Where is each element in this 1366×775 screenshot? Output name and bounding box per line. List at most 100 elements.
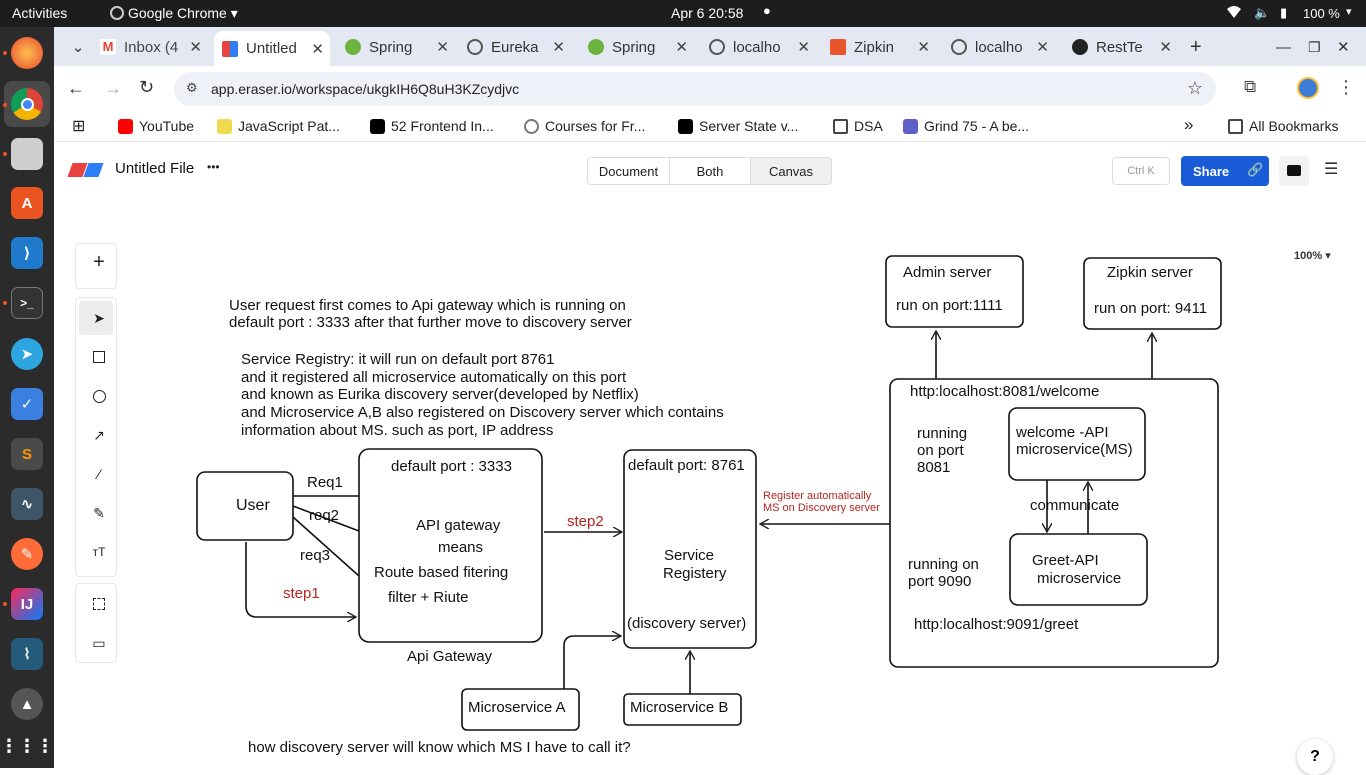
- view-both-button[interactable]: Both: [670, 157, 751, 185]
- rectangle-tool-icon[interactable]: [87, 345, 111, 369]
- extensions-icon[interactable]: ⧉: [1244, 77, 1257, 96]
- greet-ms-box: [1009, 533, 1148, 606]
- tab-localhost-2[interactable]: localho ✕: [951, 33, 1049, 61]
- chrome-icon[interactable]: [11, 88, 43, 120]
- step1-label: step1: [283, 585, 320, 602]
- tasks-icon[interactable]: ✓: [11, 388, 43, 420]
- close-tab-icon[interactable]: ✕: [189, 39, 202, 56]
- tab-untitled-active[interactable]: Untitled ✕: [214, 31, 330, 66]
- firefox-icon[interactable]: [11, 37, 43, 69]
- tab-spring[interactable]: Spring ✕: [345, 33, 449, 61]
- back-button[interactable]: ←: [67, 78, 85, 98]
- terminal-icon[interactable]: >_: [11, 287, 43, 319]
- spring-icon: [588, 39, 604, 55]
- all-bookmarks[interactable]: All Bookmarks: [1228, 118, 1338, 134]
- outline-panel-icon[interactable]: ☰: [1324, 161, 1339, 178]
- intellij-icon[interactable]: IJ: [11, 588, 43, 620]
- telegram-icon[interactable]: ➤: [11, 338, 43, 370]
- activities-button[interactable]: Activities: [12, 5, 68, 21]
- system-monitor-icon[interactable]: ∿: [11, 488, 43, 520]
- tab-resttemplate[interactable]: RestTe ✕: [1072, 33, 1172, 61]
- wifi-icon[interactable]: [1226, 5, 1242, 22]
- site-info-icon[interactable]: ⚙: [186, 80, 198, 95]
- view-canvas-button[interactable]: Canvas: [751, 157, 832, 185]
- profile-avatar[interactable]: [1297, 77, 1319, 99]
- browser-toolbar: ← → ↻ ⚙ app.eraser.io/workspace/ukgkIH6Q…: [54, 66, 1366, 112]
- tab-eureka[interactable]: Eureka ✕: [467, 33, 565, 61]
- mysql-workbench-icon[interactable]: ⌇: [11, 638, 43, 670]
- close-tab-icon[interactable]: ✕: [797, 39, 810, 56]
- frame-tool-icon[interactable]: [87, 592, 111, 616]
- ellipse-tool-icon[interactable]: [87, 384, 111, 408]
- add-button[interactable]: +: [93, 250, 105, 273]
- close-tab-icon[interactable]: ✕: [675, 39, 688, 56]
- tab-localhost[interactable]: localho ✕: [709, 33, 810, 61]
- close-tab-icon[interactable]: ✕: [552, 39, 565, 56]
- eraser-logo[interactable]: [67, 163, 104, 177]
- close-tab-icon[interactable]: ✕: [1036, 39, 1049, 56]
- maximize-button[interactable]: ❐: [1308, 38, 1321, 55]
- arrow-tool-icon[interactable]: ↗: [93, 426, 105, 443]
- file-more-icon[interactable]: •••: [207, 160, 220, 174]
- bookmark-grind-75[interactable]: Grind 75 - A be...: [903, 118, 1029, 134]
- bookmark-52-frontend[interactable]: 52 Frontend In...: [370, 118, 494, 134]
- whiteboard-canvas[interactable]: + ➤ ↗ ⁄ ✎ ᴛT ▭ 100% ▾ ?: [54, 200, 1366, 775]
- comment-tool-icon[interactable]: ▭: [92, 634, 106, 651]
- close-tab-icon[interactable]: ✕: [917, 39, 930, 56]
- minimize-button[interactable]: —: [1276, 38, 1291, 56]
- microservice-a-label: Microservice A: [468, 699, 566, 716]
- close-tab-icon[interactable]: ✕: [436, 39, 449, 56]
- close-tab-icon[interactable]: ✕: [311, 41, 324, 58]
- zoom-level[interactable]: 100% ▾: [1294, 250, 1331, 262]
- files-icon[interactable]: [11, 138, 43, 170]
- search-shortcut-button[interactable]: Ctrl K: [1112, 157, 1170, 185]
- postman-icon[interactable]: ✎: [11, 538, 43, 570]
- bookmark-server-state[interactable]: Server State v...: [678, 118, 798, 134]
- vscode-icon[interactable]: ⟩: [11, 237, 43, 269]
- tab-inbox[interactable]: M Inbox (4 ✕: [100, 33, 202, 61]
- reload-button[interactable]: ↻: [139, 77, 155, 97]
- api-gateway-box: [358, 448, 543, 643]
- select-tool-icon[interactable]: ➤: [93, 309, 105, 326]
- software-center-icon[interactable]: A: [11, 187, 43, 219]
- battery-icon[interactable]: ▮: [1280, 5, 1288, 20]
- req3-line: [292, 516, 360, 577]
- bookmark-youtube[interactable]: YouTube: [118, 118, 194, 134]
- tab-zipkin[interactable]: Zipkin ✕: [830, 33, 930, 61]
- text-tool-icon[interactable]: ᴛT: [92, 545, 106, 559]
- bookmark-folder-dsa[interactable]: DSA: [833, 118, 883, 134]
- bookmarks-overflow[interactable]: »: [1184, 115, 1194, 134]
- update-icon[interactable]: ▲: [11, 688, 43, 720]
- intro-text-line1: User request first comes to Api gateway …: [229, 297, 626, 314]
- running-indicator: [3, 103, 7, 107]
- share-button[interactable]: Share 🔗: [1181, 156, 1269, 186]
- tab-search-icon[interactable]: ⌄: [71, 39, 85, 56]
- bookmarks-bar: ⊞ YouTube JavaScript Pat... 52 Frontend …: [54, 112, 1366, 142]
- file-title[interactable]: Untitled File: [115, 160, 195, 177]
- clock[interactable]: Apr 6 20:58: [671, 5, 744, 21]
- pen-tool-icon[interactable]: ✎: [93, 504, 105, 521]
- system-menu-caret-icon[interactable]: ▾: [1346, 6, 1352, 18]
- welcome-url: http:localhost:8081/welcome: [910, 383, 1100, 400]
- bookmark-courses[interactable]: Courses for Fr...: [524, 118, 645, 134]
- forward-button[interactable]: →: [104, 78, 122, 98]
- chrome-menu-icon[interactable]: ⋮: [1337, 77, 1355, 97]
- sublime-icon[interactable]: S: [11, 438, 43, 470]
- apps-grid-icon[interactable]: ⊞: [72, 118, 86, 135]
- bookmark-star-icon[interactable]: ☆: [1186, 78, 1203, 98]
- show-apps-icon[interactable]: ⋮⋮⋮: [0, 735, 54, 756]
- bookmark-javascript-patterns[interactable]: JavaScript Pat...: [217, 118, 340, 134]
- app-menu[interactable]: Google Chrome ▾: [110, 5, 238, 22]
- registry-name-line2: Registery: [663, 565, 727, 582]
- view-document-button[interactable]: Document: [587, 157, 670, 185]
- close-tab-icon[interactable]: ✕: [1159, 39, 1172, 56]
- line-tool-icon[interactable]: ⁄: [97, 466, 101, 482]
- new-tab-button[interactable]: +: [1190, 35, 1202, 58]
- spring-icon: [345, 39, 361, 55]
- comments-button[interactable]: [1279, 156, 1309, 186]
- close-window-button[interactable]: ✕: [1337, 39, 1350, 56]
- tab-spring-2[interactable]: Spring ✕: [588, 33, 688, 61]
- dock: A ⟩ >_ ➤ ✓ S ∿ ✎ IJ ⌇ ▲ ⋮⋮⋮: [0, 27, 54, 768]
- volume-icon[interactable]: 🔈: [1254, 5, 1271, 20]
- address-bar[interactable]: ⚙ app.eraser.io/workspace/ukgkIH6Q8uH3KZ…: [174, 72, 1216, 106]
